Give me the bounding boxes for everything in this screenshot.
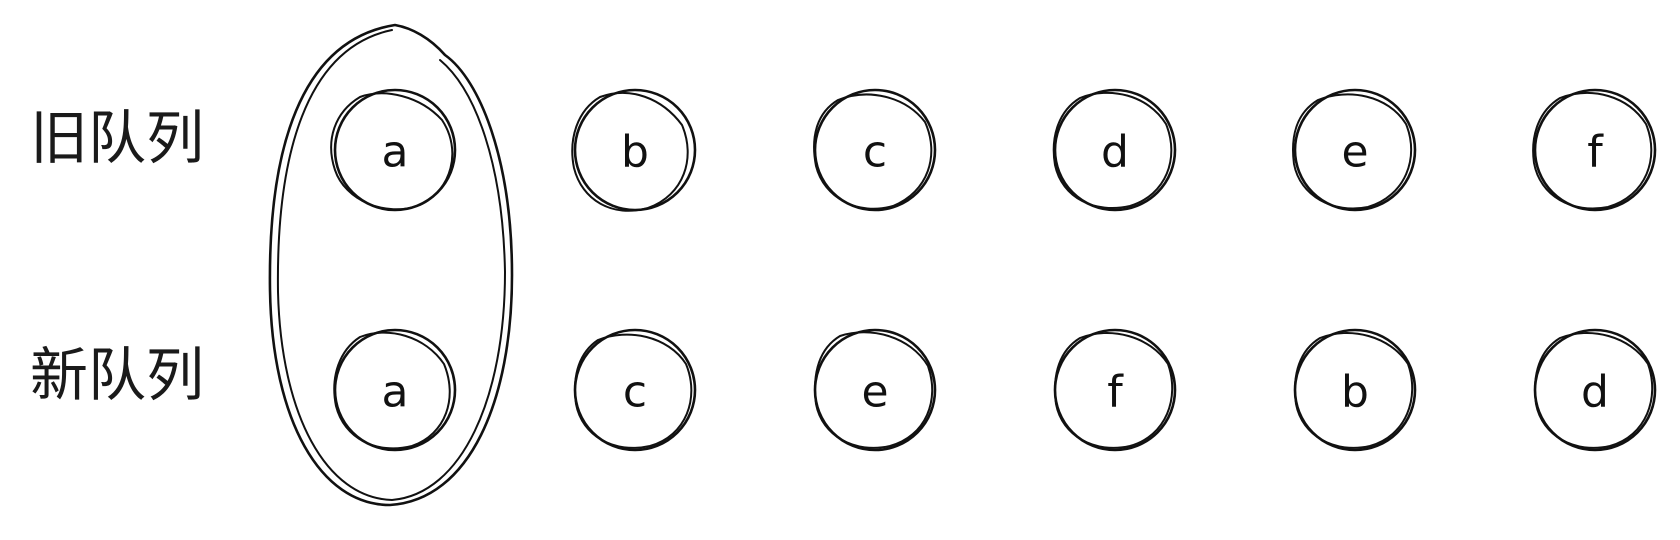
old-queue-node: b [571, 88, 697, 212]
old-queue-node: c [813, 88, 937, 212]
old-queue-node: f [1532, 88, 1657, 212]
svg-text:e: e [1341, 127, 1368, 178]
new-queue-node: e [813, 328, 937, 452]
svg-text:a: a [382, 127, 409, 178]
svg-text:c: c [863, 127, 887, 178]
svg-text:f: f [1587, 127, 1604, 178]
new-queue-node: b [1293, 328, 1417, 452]
new-queue-node: d [1533, 328, 1657, 452]
new-queue-node: f [1053, 328, 1177, 452]
old-queue-node: e [1292, 88, 1417, 212]
new-queue-node: c [573, 328, 697, 452]
svg-text:d: d [1101, 127, 1129, 178]
old-queue-node: a [330, 88, 457, 212]
svg-text:c: c [623, 367, 647, 418]
svg-text:a: a [382, 367, 409, 418]
new-queue-label: 新队列 [30, 341, 204, 409]
old-queue-row: a b c d e f [330, 88, 1657, 212]
svg-text:d: d [1581, 367, 1609, 418]
svg-text:b: b [621, 127, 649, 178]
first-column-highlight-ellipse [268, 23, 514, 507]
new-queue-row: a c e f b d [333, 328, 1657, 452]
svg-text:e: e [861, 367, 888, 418]
svg-text:f: f [1107, 367, 1124, 418]
new-queue-node: a [333, 328, 457, 452]
old-queue-label: 旧队列 [30, 104, 204, 172]
svg-text:b: b [1341, 367, 1369, 418]
old-queue-node: d [1052, 88, 1177, 212]
